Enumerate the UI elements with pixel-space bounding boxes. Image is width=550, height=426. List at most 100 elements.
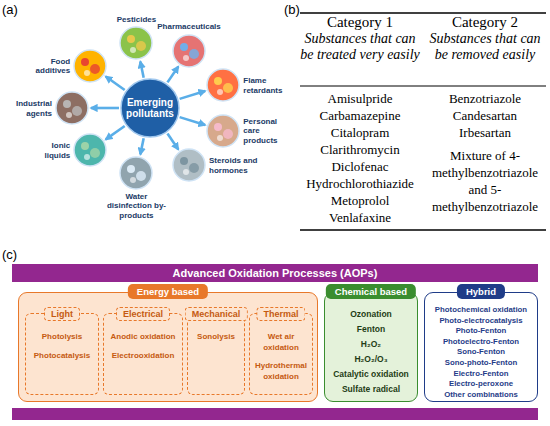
table-rule	[300, 12, 546, 13]
subcategory-heading: Light	[44, 307, 80, 321]
photo-detail	[63, 100, 71, 108]
pollutant-label-box: Flame retardants	[243, 76, 291, 95]
table-rule	[300, 229, 546, 230]
photo-circle	[207, 69, 239, 101]
method-item: Electrooxidation	[105, 351, 181, 362]
table-subheader: Substances that can be removed easily	[424, 31, 546, 63]
pollutant-photo-circle: Personal care products	[206, 114, 240, 148]
method-item: H₂O₂	[327, 337, 415, 352]
pollutant-photo-circle: Food additives	[73, 49, 107, 83]
subcategory-dashed-box: ElectricalAnodic oxidationElectrooxidati…	[103, 313, 183, 395]
method-item: Electro-peroxone	[427, 379, 535, 390]
method-item: Ozonation	[327, 307, 415, 322]
pollutant-label: Pharmaceuticals	[149, 22, 229, 32]
method-item: Photo-Fenton	[427, 326, 535, 337]
pollutant-label-box: Industrial agents	[4, 99, 52, 118]
photo-detail	[127, 35, 135, 43]
table-cell: Benzotriazole	[424, 90, 546, 107]
pollutant-label: Water disinfection by-products	[103, 192, 169, 221]
pollutant-label: Flame retardants	[243, 76, 291, 95]
method-item: Photochemical oxidation	[427, 305, 535, 316]
method-item: Catalytic oxidation	[327, 367, 415, 382]
photo-detail	[189, 49, 199, 59]
arrow-connector	[140, 62, 143, 78]
photo-detail	[72, 106, 82, 116]
photo-circle-outline	[206, 68, 240, 102]
photo-circle	[173, 149, 205, 181]
table-cell: Metoprolol	[300, 192, 420, 209]
group-heading: Energy based	[128, 284, 208, 299]
pollutant-label: Personal care products	[243, 116, 285, 145]
photo-detail	[84, 154, 90, 160]
pollutant-label: Industrial agents	[4, 99, 52, 118]
pollutant-photo-circle: Pharmaceuticals	[172, 34, 206, 68]
subcategory-dashed-box: MechanicalSonolysis	[187, 313, 245, 395]
photo-detail	[81, 58, 89, 66]
panel-letter: (a)	[2, 2, 18, 17]
table-cell: Carbamazepine	[300, 107, 420, 124]
subcategory-item-list: Sonolysis	[189, 332, 243, 351]
group-heading: Hybrid	[457, 284, 505, 299]
arrow-connector	[167, 67, 178, 83]
photo-detail	[183, 55, 189, 61]
photo-circle	[173, 35, 205, 67]
method-item: Sono-Fenton	[427, 347, 535, 358]
pollutant-label: Steroids and hormones	[209, 156, 265, 175]
table-rule	[300, 86, 546, 87]
category-group-box: Chemical basedOzonationFentonH₂O₂H₂O₂/O₃…	[324, 292, 418, 402]
photo-circle-outline	[73, 49, 107, 83]
subcategory-item-list: Anodic oxidationElectrooxidation	[105, 332, 181, 369]
title-band: Advanced Oxidation Processes (AOPs)	[12, 264, 538, 282]
table-column: BenzotriazoleCandesartanIrbesartanMixtur…	[424, 90, 546, 215]
pollutant-photo-circle: Steroids and hormones	[172, 148, 206, 182]
photo-circle	[120, 157, 152, 189]
hub-label: Emerging pollutants	[125, 97, 175, 119]
photo-circle-outline	[206, 114, 240, 148]
arrow-connector	[180, 91, 205, 99]
photo-detail	[183, 169, 189, 175]
table-cell: Clarithromycin	[300, 141, 420, 158]
arrow-connector	[106, 77, 125, 90]
photo-circle-outline	[172, 34, 206, 68]
table-cell: Irbesartan	[424, 124, 546, 141]
photo-detail	[223, 129, 233, 139]
photo-circle	[74, 50, 106, 82]
photo-circle-outline	[172, 148, 206, 182]
method-item: Sulfate radical	[327, 382, 415, 397]
photo-detail	[136, 41, 146, 51]
arrow-connector	[140, 138, 143, 154]
hub-circle	[121, 79, 179, 137]
table-cell: Hydrochlorothiazide	[300, 175, 420, 192]
photo-detail	[217, 135, 223, 141]
method-item: Sonolysis	[189, 332, 243, 343]
category-group-box: HybridPhotochemical oxidationPhoto-elect…	[424, 292, 538, 402]
photo-circle	[207, 115, 239, 147]
pollutant-label-box: Ionic liquids	[34, 141, 70, 160]
subcategory-dashed-box: LightPhotolysisPhotocatalysis	[25, 313, 99, 395]
method-item: Photolysis	[27, 332, 97, 343]
photo-detail	[180, 43, 188, 51]
subcategory-heading: Mechanical	[185, 307, 248, 321]
subcategory-heading: Electrical	[116, 307, 170, 321]
pollutant-photo-circle: Ionic liquids	[73, 133, 107, 167]
photo-detail	[136, 171, 146, 181]
method-item: Other combinations	[427, 390, 535, 401]
pollutant-photo-circle: Industrial agents	[55, 91, 89, 125]
method-item: Anodic oxidation	[105, 332, 181, 343]
band-title: Advanced Oxidation Processes (AOPs)	[12, 264, 538, 282]
photo-detail	[223, 83, 233, 93]
photo-circle	[120, 27, 152, 59]
table-cell: Diclofenac	[300, 158, 420, 175]
bottom-band	[12, 408, 538, 420]
photo-circle	[56, 92, 88, 124]
table-subheader: Substances that can be treated very easi…	[300, 31, 420, 63]
photo-detail	[180, 157, 188, 165]
pollutant-photo-circle: Flame retardants	[206, 68, 240, 102]
table-header: Category 1	[300, 14, 420, 31]
photo-detail	[217, 89, 223, 95]
pollutant-label-box: Food additives	[28, 56, 70, 75]
method-item: Photocatalysis	[27, 351, 97, 362]
pollutant-label-box: Personal care products	[243, 116, 285, 145]
photo-detail	[66, 112, 72, 118]
